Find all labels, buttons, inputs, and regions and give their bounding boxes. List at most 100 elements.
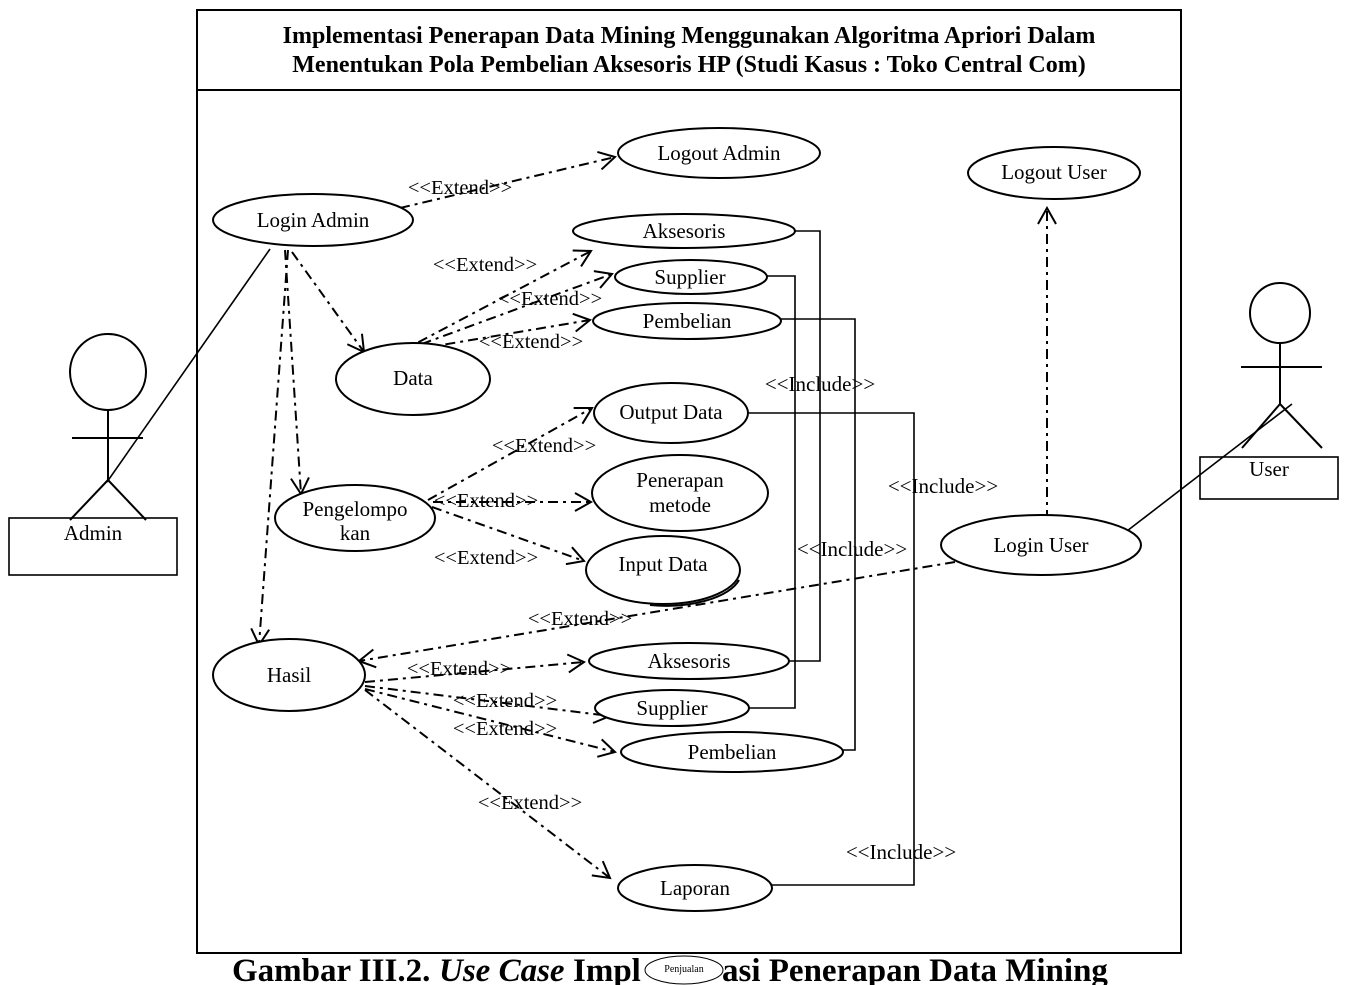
extend-label: <<Extend>> (453, 690, 557, 712)
caption-part-2: asi Penerapan Data Mining (722, 953, 1108, 985)
actor-admin: Admin (8, 333, 178, 576)
caption-italic-term: Use Case (439, 953, 565, 985)
extend-arrow-login-user-to-hasil (359, 561, 956, 661)
use-case-label-line-1: Pengelompo (303, 497, 408, 521)
use-case-ellipse (617, 864, 773, 912)
system-boundary: Implementasi Penerapan Data Mining Mengg… (196, 9, 1182, 954)
caption-overlay-ellipse (644, 955, 724, 985)
use-case-ellipse (594, 689, 750, 727)
include-label: <<Include>> (765, 372, 875, 396)
figure-caption: Gambar III.2. Use Case Impl asi Penerapa… (232, 953, 1108, 985)
actor-label-box (8, 517, 178, 576)
use-case-ellipse (614, 259, 768, 295)
actor-user: User (1199, 282, 1339, 500)
extend-arrow-data-to-supplier (399, 274, 612, 353)
use-case-label: Supplier (636, 696, 707, 720)
use-case-label: Hasil (267, 663, 311, 687)
use-case-ellipse (940, 514, 1142, 576)
use-case-label: Logout User (1001, 160, 1107, 184)
use-case-login-admin: Login Admin (212, 193, 414, 247)
use-case-label: Output Data (619, 400, 723, 424)
use-case-ellipse (967, 146, 1141, 200)
actor-head (1249, 282, 1311, 344)
extend-arrow-hasil-to-supplier (364, 685, 610, 716)
extend-label: <<Extend>> (408, 177, 512, 199)
extend-label: <<Extend>> (433, 254, 537, 276)
extend-arrow-hasil-to-aksesoris (364, 662, 584, 683)
extend-label: <<Extend>> (434, 547, 538, 569)
extend-arrow-pengelompokan-to-output-data (427, 408, 592, 501)
use-case-supplier-data: Supplier (614, 259, 768, 295)
include-connector-aksesoris (789, 230, 821, 662)
use-case-label: Pembelian (688, 740, 777, 764)
include-connector-pembelian (781, 318, 856, 751)
use-case-label: Aksesoris (648, 649, 731, 673)
include-label: <<Include>> (797, 537, 907, 561)
use-case-ellipse (593, 382, 749, 444)
use-case-ellipse (274, 484, 436, 552)
actor-left-leg (69, 479, 109, 521)
extend-arrow-data-to-aksesoris (397, 251, 591, 354)
use-case-logout-user: Logout User (967, 146, 1141, 200)
include-connector-output-laporan (748, 412, 915, 886)
extend-arrow-login-admin-to-hasil (259, 249, 289, 645)
extend-arrow-pengelompokan-to-input-data (431, 506, 584, 561)
use-case-ellipse (572, 213, 796, 249)
extend-label: <<Extend>> (453, 718, 557, 740)
actor-right-leg (1279, 403, 1323, 449)
caption-part-1: Impl (573, 953, 641, 985)
use-case-ellipse (588, 642, 790, 680)
use-case-aksesoris-hasil: Aksesoris (588, 642, 790, 680)
use-case-penerapan-metode: Penerapan metode (591, 454, 769, 532)
use-case-extra-outline (649, 579, 740, 607)
use-case-label-line-2: metode (649, 493, 711, 517)
use-case-label: Login User (993, 533, 1088, 557)
caption-prefix: Gambar III.2. (232, 953, 430, 985)
extend-label: <<Extend>> (434, 490, 538, 512)
actor-left-leg (1241, 403, 1281, 449)
use-case-label: Laporan (660, 876, 730, 900)
diagram-title-line-1: Implementasi Penerapan Data Mining Mengg… (283, 23, 1096, 49)
use-case-label: Input Data (618, 552, 708, 576)
use-case-label: Logout Admin (657, 141, 781, 165)
use-case-login-user: Login User (940, 514, 1142, 576)
extend-label: <<Extend>> (479, 331, 583, 353)
extend-label: <<Extend>> (528, 608, 632, 630)
use-case-ellipse (212, 193, 414, 247)
extend-label: <<Extend>> (492, 435, 596, 457)
extend-label: <<Extend>> (478, 792, 582, 814)
extend-arrow-hasil-to-pembelian (364, 688, 615, 752)
use-case-pengelompokan: Pengelompo kan (274, 484, 436, 552)
extend-arrow-hasil-to-laporan (364, 689, 610, 878)
use-case-label-line-1: Penerapan (636, 468, 724, 492)
extend-arrow-login-admin-to-logout-admin (399, 157, 615, 209)
system-boundary-rect (196, 9, 1182, 954)
use-case-output-data: Output Data (593, 382, 749, 444)
extend-arrow-login-admin-to-data (291, 251, 364, 352)
extend-arrow-login-admin-to-pengelompokan (284, 249, 301, 494)
association-user-login-user (1126, 403, 1293, 532)
actor-label: Admin (64, 521, 123, 545)
use-case-label: Pembelian (643, 309, 732, 333)
use-case-logout-admin: Logout Admin (617, 127, 821, 179)
include-label: <<Include>> (888, 474, 998, 498)
use-case-ellipse (620, 731, 844, 773)
use-case-aksesoris-data: Aksesoris (572, 213, 796, 249)
use-case-pembelian-data: Pembelian (592, 302, 782, 340)
use-case-input-data: Input Data (585, 535, 741, 607)
extend-label: <<Extend>> (498, 288, 602, 310)
caption-overlay-label: Penjualan (664, 964, 703, 975)
actor-label: User (1249, 457, 1289, 481)
use-case-label: Login Admin (257, 208, 370, 232)
use-case-laporan: Laporan (617, 864, 773, 912)
use-case-label: Supplier (654, 265, 725, 289)
actor-right-leg (107, 479, 147, 521)
use-case-ellipse (335, 342, 491, 416)
include-label: <<Include>> (846, 840, 956, 864)
use-case-ellipse (585, 535, 741, 605)
association-admin-login-admin (106, 248, 271, 483)
use-case-supplier-hasil: Supplier (594, 689, 750, 727)
extend-label: <<Extend>> (407, 658, 511, 680)
use-case-label-line-2: kan (340, 521, 371, 545)
